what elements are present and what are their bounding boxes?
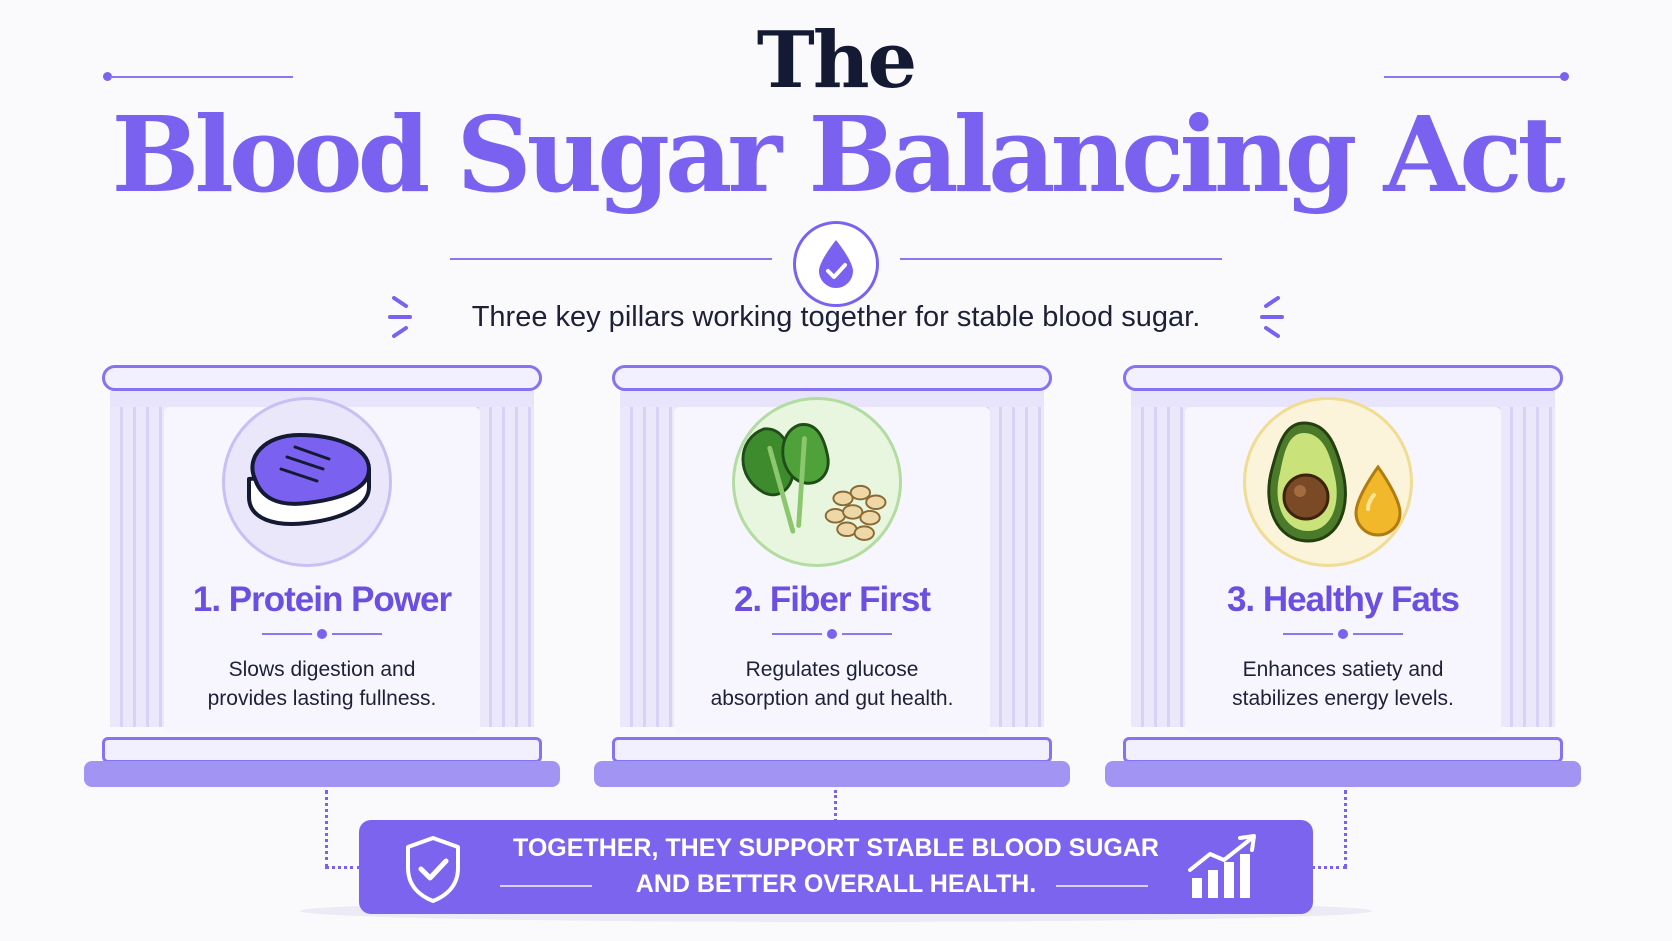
pillar-desc-line-1: Slows digestion and [228, 658, 416, 681]
pillar-title: 1. Protein Power [192, 580, 452, 619]
banner-line-2: AND BETTER OVERALL HEALTH. [635, 870, 1037, 898]
title-line-2: Blood Sugar Balancing Act [111, 93, 1565, 216]
pillar-icon-circle [1243, 397, 1413, 567]
badge-left-line [450, 258, 772, 260]
pillar-plinth [612, 737, 1052, 763]
pillar-description: Enhances satiety and stabilizes energy l… [1165, 655, 1521, 714]
pillar-cap [1123, 365, 1563, 391]
steak-icon [247, 433, 371, 526]
top-left-deco-line [110, 76, 293, 78]
pillar-desc-line-1: Regulates glucose [745, 658, 919, 681]
top-right-deco-line [1384, 76, 1564, 78]
connector-right-vertical [1344, 790, 1347, 868]
pillar-fiber: 2. Fiber First Regulates glucose absorpt… [594, 365, 1070, 795]
subtitle: Three key pillars working together for s… [471, 301, 1201, 333]
pillar-divider [1283, 629, 1403, 639]
pillar-base [84, 761, 560, 787]
blood-drop-check-icon [793, 221, 879, 307]
pillar-cap [612, 365, 1052, 391]
pillar-plinth [1123, 737, 1563, 763]
connector-right-horizontal [1311, 866, 1347, 869]
pillar-divider [262, 629, 382, 639]
spinach-and-nuts-icon [741, 423, 887, 541]
shield-check-icon [406, 836, 460, 903]
right-sparkle-icon [1260, 296, 1284, 338]
pillar-desc-line-1: Enhances satiety and [1242, 658, 1444, 681]
pillar-base [594, 761, 1070, 787]
pillar-description: Regulates glucose absorption and gut hea… [654, 655, 1010, 714]
banner-left-rule [500, 885, 592, 887]
pillar-icon-circle [732, 397, 902, 567]
badge-right-line [900, 258, 1222, 260]
summary-banner [359, 820, 1313, 914]
pillar-protein: 1. Protein Power Slows digestion and pro… [84, 365, 560, 795]
pillar-desc-line-2: absorption and gut health. [710, 687, 954, 711]
pillar-cap [102, 365, 542, 391]
pillar-plinth [102, 737, 542, 763]
pillar-base [1105, 761, 1581, 787]
title-line-1: The [756, 15, 917, 106]
banner-line-1: TOGETHER, THEY SUPPORT STABLE BLOOD SUGA… [513, 834, 1159, 862]
pillar-description: Slows digestion and provides lasting ful… [144, 655, 500, 714]
pillar-title: 2. Fiber First [733, 580, 931, 619]
banner-right-rule [1056, 885, 1148, 887]
top-right-deco-dot [1560, 72, 1569, 81]
pillar-icon-circle [222, 397, 392, 567]
growth-chart-icon [1188, 834, 1256, 898]
connector-left-vertical [325, 790, 328, 868]
top-left-deco-dot [103, 72, 112, 81]
pillar-fats: 3. Healthy Fats Enhances satiety and sta… [1105, 365, 1581, 795]
avocado-and-oil-drop-icon [1267, 421, 1402, 543]
pillar-title: 3. Healthy Fats [1226, 580, 1460, 619]
pillar-desc-line-2: stabilizes energy levels. [1232, 687, 1454, 711]
pillar-divider [772, 629, 892, 639]
connector-left-horizontal [325, 866, 361, 869]
left-sparkle-icon [388, 296, 412, 338]
connector-center-vertical [834, 790, 837, 822]
pillar-desc-line-2: provides lasting fullness. [207, 687, 437, 711]
